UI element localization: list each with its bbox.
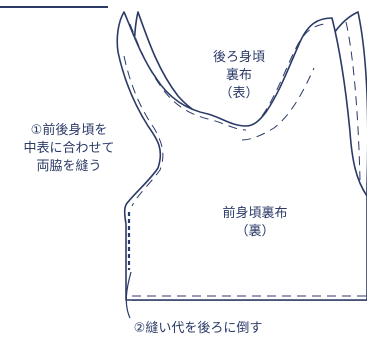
front-armhole-stitch [261, 23, 325, 117]
step1-line-1: ①前後身頃を [30, 123, 108, 138]
step1-line-3: 両脇を縫う [36, 159, 102, 174]
back-bodice-label-line-1: 後ろ身頃 [212, 50, 265, 65]
front-neckline-stitch [129, 23, 247, 131]
front-bodice-outline [116, 11, 367, 301]
back-bodice-label-line-3: （表） [219, 86, 259, 101]
step1-instruction: ①前後身頃を 中表に合わせて 両脇を縫う [4, 122, 134, 176]
step1-line-2: 中表に合わせて [23, 141, 115, 156]
step2-instruction: ②縫い代を後ろに倒す [133, 321, 263, 336]
back-neckline-stitch [241, 67, 315, 141]
back-bodice-label: 後ろ身頃 裏布 （表） [205, 49, 273, 103]
front-bodice-label: 前身頃裏布 （裏） [205, 205, 305, 241]
front-bodice-label-line-1: 前身頃裏布 [222, 206, 288, 221]
seam-allowance-leader [125, 271, 132, 319]
back-bodice-label-line-2: 裏布 [225, 68, 252, 83]
front-bodice-label-line-2: （裏） [235, 224, 275, 239]
side-seam-stitch [123, 55, 164, 207]
